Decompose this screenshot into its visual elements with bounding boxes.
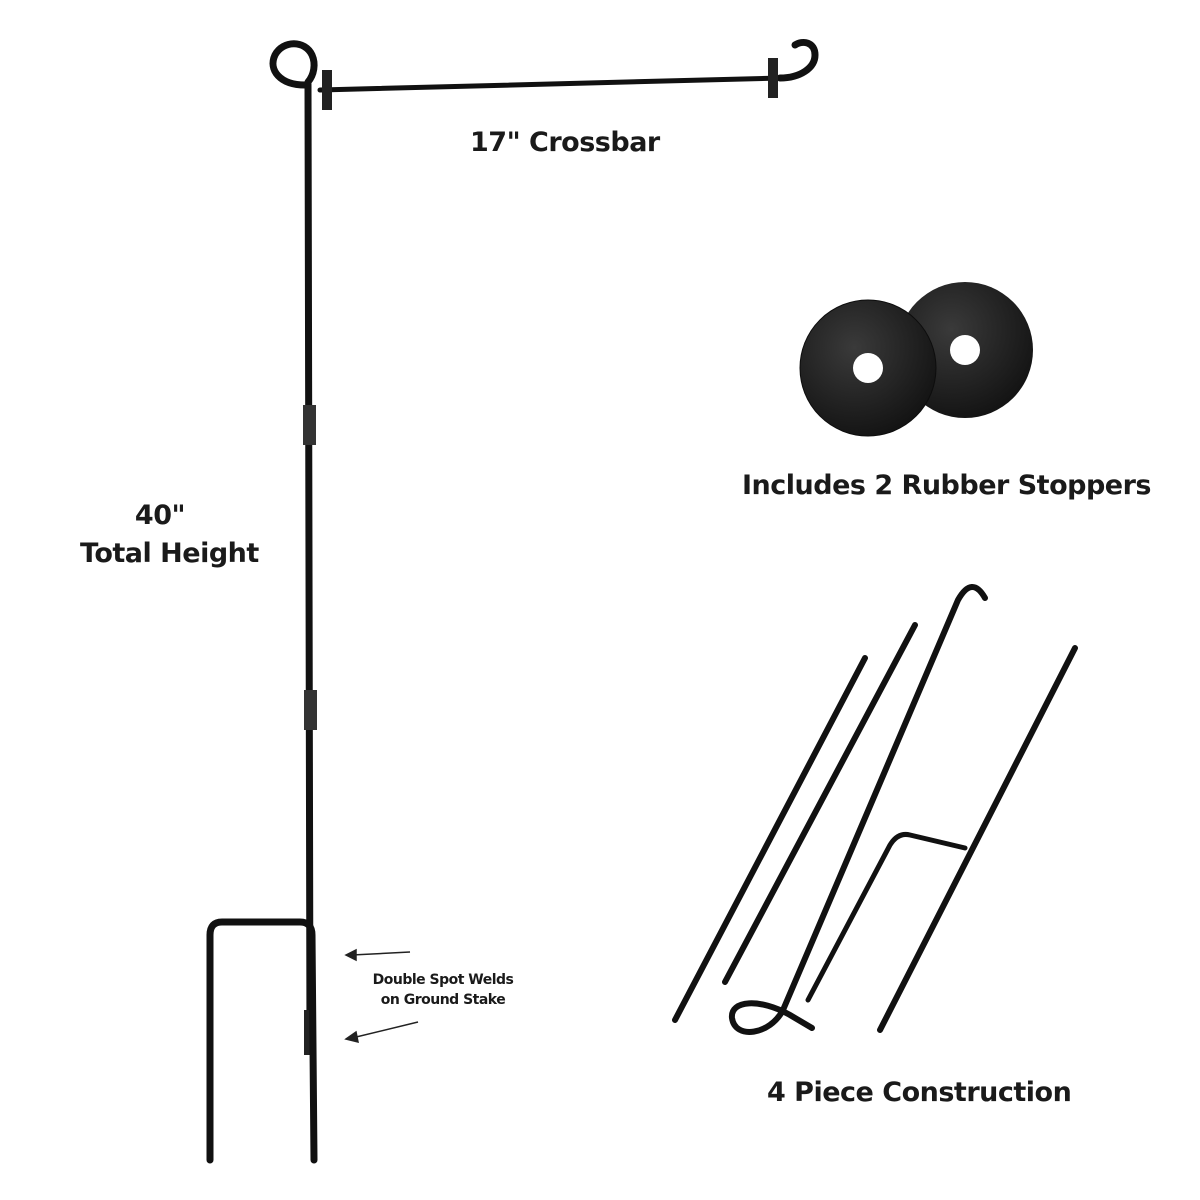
crossbar-label: 17" Crossbar (470, 127, 660, 158)
height-caption: Total Height (80, 538, 259, 569)
construction-label: 4 Piece Construction (767, 1077, 1072, 1108)
welds-line-1: Double Spot Welds (372, 972, 514, 988)
garden-flag-stand-icon (206, 39, 819, 1164)
arrow-left-icon (344, 948, 419, 1044)
spot-welds-label: Double Spot Welds on Ground Stake (368, 970, 518, 1010)
height-value: 40" (134, 500, 186, 531)
welds-line-2: on Ground Stake (380, 992, 506, 1008)
rubber-stoppers-label: Includes 2 Rubber Stoppers (742, 470, 1152, 501)
rubber-stopper-icon (799, 282, 1033, 437)
total-height-label: 40" Total Height (80, 497, 259, 573)
stand-pieces-icon (672, 584, 1078, 1035)
